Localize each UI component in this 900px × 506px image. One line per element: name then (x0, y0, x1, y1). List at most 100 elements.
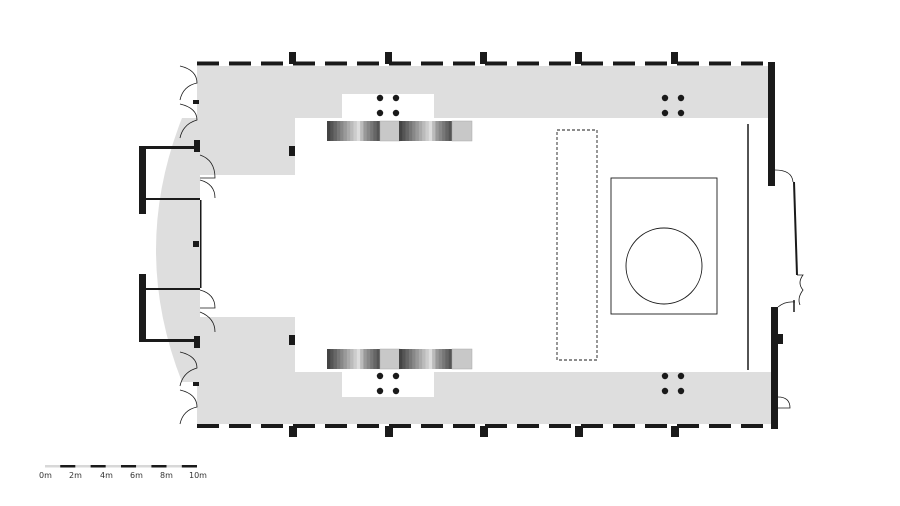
seat (373, 349, 377, 369)
scale-segment (90, 465, 106, 468)
seat-block (451, 348, 473, 370)
seat (408, 349, 413, 369)
seat (412, 121, 416, 141)
seat (438, 121, 443, 141)
seat (340, 349, 344, 369)
column (671, 52, 678, 64)
seat (435, 349, 440, 369)
east-wall (768, 62, 783, 429)
column (289, 426, 297, 437)
fixture-dot (677, 372, 685, 380)
fixture-dot (677, 387, 685, 395)
scale-segment (60, 465, 76, 468)
seat (370, 349, 374, 369)
seat (412, 349, 416, 369)
central-platform (610, 177, 718, 315)
seat (330, 349, 334, 369)
scale-label: 8m (160, 471, 173, 480)
seat (448, 121, 453, 141)
seat (346, 349, 351, 369)
fixture-dot (392, 94, 400, 102)
seat (399, 349, 403, 369)
seat (425, 121, 430, 141)
seat (363, 121, 368, 141)
seat (346, 121, 351, 141)
circulation-area (156, 66, 775, 424)
seat (418, 349, 423, 369)
fixture-dot (376, 94, 384, 102)
seat (330, 121, 334, 141)
seat (360, 121, 364, 141)
seat (340, 121, 344, 141)
scale-label: 4m (100, 471, 113, 480)
column (480, 52, 487, 64)
column (575, 426, 583, 437)
seat (333, 121, 338, 141)
seat (408, 121, 413, 141)
seat (366, 121, 371, 141)
scale-segment (181, 465, 197, 468)
seat (363, 349, 368, 369)
seat (402, 349, 406, 369)
seat (343, 349, 348, 369)
seat (376, 349, 381, 369)
seat (376, 121, 381, 141)
fixture-dots (376, 94, 685, 395)
seat (415, 121, 420, 141)
seat (425, 349, 430, 369)
seat (366, 349, 371, 369)
column (480, 426, 488, 437)
seat (356, 349, 361, 369)
column (671, 426, 679, 437)
scale-segment (166, 465, 182, 468)
scale-segment (75, 465, 91, 468)
seat (353, 349, 358, 369)
seat (350, 121, 354, 141)
scale-segment (45, 465, 61, 468)
scale-label: 10m (189, 471, 207, 480)
seat (445, 349, 449, 369)
fixture-dot (661, 109, 669, 117)
seat (402, 121, 406, 141)
seat (405, 349, 410, 369)
seat (445, 121, 449, 141)
seat (442, 349, 446, 369)
fixture-dot (661, 372, 669, 380)
seat (353, 121, 358, 141)
seat-block (451, 120, 473, 142)
east-entrance (774, 169, 804, 409)
scale-segment (136, 465, 152, 468)
fixture-dot (661, 94, 669, 102)
column (385, 52, 392, 64)
seat (356, 121, 361, 141)
seat (336, 121, 341, 141)
scale-segment (121, 465, 137, 468)
seat (327, 121, 331, 141)
seating-rows (327, 120, 473, 370)
stage-outline (556, 129, 598, 361)
seat (405, 121, 410, 141)
seat (350, 349, 354, 369)
fixture-dot (376, 109, 384, 117)
seat (422, 121, 426, 141)
scale-bar: 0m 2m 4m 6m 8m 10m (39, 465, 207, 480)
fixture-dot (677, 94, 685, 102)
fixture-dot (392, 387, 400, 395)
column (575, 52, 582, 64)
seat (370, 121, 374, 141)
seat (422, 349, 426, 369)
seat (448, 349, 453, 369)
seat (343, 121, 348, 141)
column (289, 52, 296, 64)
seat (333, 349, 338, 369)
scale-segment (105, 465, 121, 468)
round-table (625, 227, 703, 305)
seat (399, 121, 403, 141)
scale-label: 2m (69, 471, 82, 480)
fixture-dot (661, 387, 669, 395)
seat (415, 349, 420, 369)
seat (428, 349, 433, 369)
seat-block (379, 348, 401, 370)
seat (373, 121, 377, 141)
